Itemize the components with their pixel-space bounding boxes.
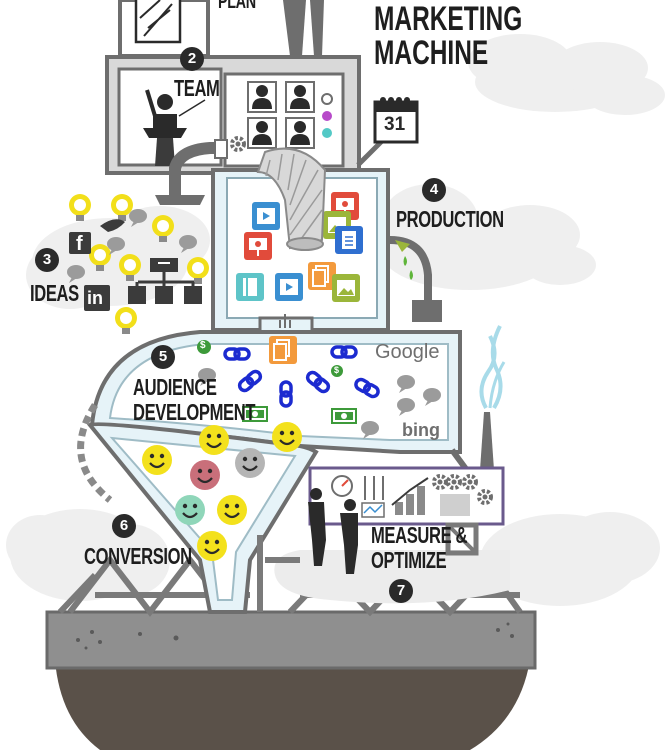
linkedin-icon — [84, 285, 110, 311]
bing-logo: bing — [402, 420, 440, 440]
stage-2-badge: 2 — [180, 47, 204, 71]
stage-7-badge: 7 — [389, 579, 413, 603]
gauge-icon — [331, 475, 353, 497]
google-logo: Google — [375, 341, 440, 363]
stage-5-label-line-2: DEVELOPMENT — [133, 399, 256, 425]
stage-4-badge: 4 — [422, 178, 446, 202]
audience-development-tray — [89, 330, 483, 490]
title-line-1: MARKETING — [374, 0, 523, 38]
stage-6-badge: 6 — [112, 514, 136, 538]
ideas-cluster — [67, 194, 209, 334]
chimney — [479, 325, 506, 470]
calendar-day: 31 — [384, 114, 406, 135]
plan-label: PLAN — [218, 0, 256, 13]
ground-platform — [45, 610, 537, 750]
stage-3-badge: 3 — [35, 248, 59, 272]
dollar-coin-1: $ — [200, 340, 206, 351]
stage-4-label: PRODUCTION — [396, 206, 504, 232]
measure-dashboard — [274, 466, 510, 604]
stage-7-label-line-2: OPTIMIZE — [371, 547, 447, 573]
org-chart-icon — [128, 258, 202, 304]
tower-structure — [105, 0, 387, 175]
dollar-coin-2: $ — [334, 365, 340, 375]
production-box — [211, 147, 390, 340]
stage-3-label: IDEAS — [30, 280, 79, 306]
facebook-letter: f — [76, 233, 83, 255]
linkedin-letters: in — [87, 288, 103, 308]
ideas-intake — [155, 139, 228, 205]
title-line-2: MACHINE — [374, 34, 489, 72]
stage-5-label-line-1: AUDIENCE — [133, 374, 217, 400]
facebook-icon — [69, 232, 91, 254]
production-arm — [389, 236, 442, 322]
stage-2-label: TEAM — [174, 75, 220, 101]
support-posts — [257, 535, 300, 612]
stage-6-label: CONVERSION — [84, 543, 192, 569]
stage-7-label-line-1: MEASURE & — [371, 522, 468, 548]
conversion-funnel — [77, 403, 319, 614]
calendar-icon — [373, 97, 419, 144]
stage-5-badge: 5 — [151, 345, 175, 369]
